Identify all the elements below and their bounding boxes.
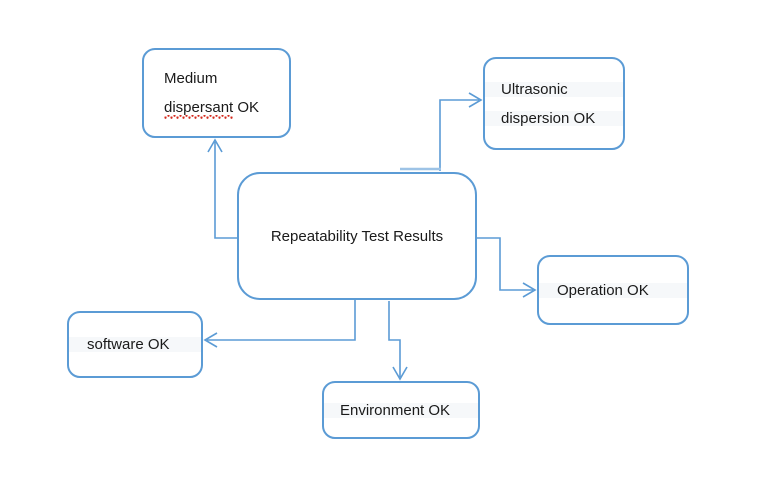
node-software-ok[interactable]: software OK xyxy=(67,311,203,378)
node-operation-label: Operation OK xyxy=(539,282,687,298)
connector-center-to-operation xyxy=(477,237,537,298)
connector-center-to-medium xyxy=(207,138,237,239)
connector-center-to-environment xyxy=(388,301,408,381)
node-medium-line-2-suffix: OK xyxy=(233,99,260,116)
node-medium-dispersant-ok[interactable]: Medium dispersant OK xyxy=(142,48,291,138)
node-environment-ok[interactable]: Environment OK xyxy=(322,381,480,439)
center-node-label: Repeatability Test Results xyxy=(270,227,444,245)
node-ultrasonic-line-1: Ultrasonic xyxy=(485,81,623,97)
node-operation-ok[interactable]: Operation OK xyxy=(537,255,689,325)
node-medium-line-1: Medium xyxy=(164,70,218,87)
node-medium-line-2: dispersant OK xyxy=(144,99,289,116)
node-ultrasonic-dispersion-ok[interactable]: Ultrasonic dispersion OK xyxy=(483,57,625,150)
node-repeatability-test-results[interactable]: Repeatability Test Results xyxy=(237,172,477,300)
misspelled-word: dispersant xyxy=(164,99,234,119)
node-ultrasonic-line-2: dispersion OK xyxy=(485,110,623,126)
node-environment-label: Environment OK xyxy=(324,402,478,418)
connector-center-to-ultrasonic xyxy=(439,92,483,171)
node-software-label: software OK xyxy=(69,337,201,352)
connector-center-to-software xyxy=(203,300,356,348)
